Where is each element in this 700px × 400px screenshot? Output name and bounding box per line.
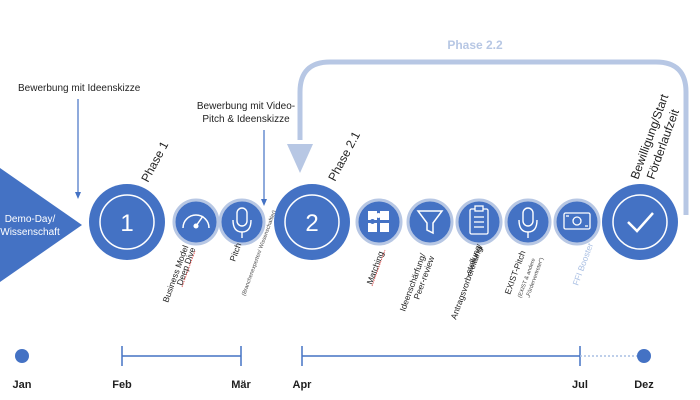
matching-underline [371,249,386,287]
phase-2-inner-ring [284,194,340,250]
checkmark-icon [627,212,654,233]
business-model-circle [172,198,220,246]
timeline-dez-dot [637,349,651,363]
bewerbung-video-arrowhead [261,199,267,206]
phase-22-arrowhead [287,144,313,173]
matching-label: Matching [364,250,385,286]
month-mar: Mär [231,379,251,391]
month-apr: Apr [293,379,313,391]
demo-day-label-1: Demo-Day/ [5,214,56,225]
phase-1-number: 1 [120,210,133,237]
bewerbung-ideenskizze-label: Bewerbung mit Ideenskizze [18,83,141,94]
phase-1-inner-ring [99,194,155,250]
speedometer-icon [182,214,210,229]
month-jan: Jan [13,379,32,391]
month-dez: Dez [634,379,654,391]
month-feb: Feb [112,379,132,391]
phase-22-arrow [297,59,689,215]
clipboard-icon [469,205,489,235]
ffi-booster-circle [553,198,601,246]
banknote-icon [563,212,591,230]
puzzle-icon [368,211,389,232]
bewerbung-video-label-2: Pitch & Ideenskizze [202,114,290,125]
phase-21-label: Phase 2.1 [325,129,363,184]
exist-pitch-circle [504,198,552,246]
pitch-circle [218,198,266,246]
month-jul: Jul [572,379,588,391]
ffi-booster-label: FFI Booster [570,241,595,286]
timeline-jan-dot [15,349,29,363]
phase-1-label: Phase 1 [138,139,171,185]
demo-day-triangle [0,168,82,282]
phase-22-label: Phase 2.2 [447,38,503,52]
deep-dive-underline [181,250,196,288]
microphone-icon [232,207,252,238]
bewilligung-inner-ring [612,194,668,250]
bewerbung-video-label-1: Bewerbung mit Video- [197,101,295,112]
antrag-label-2: -stellung [462,244,482,278]
phase-2-number: 2 [305,210,318,237]
bewerbung-arrowhead [75,192,81,199]
funnel-icon [416,210,444,235]
ideenschaerfung-circle [406,198,454,246]
matching-circle [355,198,403,246]
pitch-label: Pitch [227,241,243,262]
microphone-icon [518,207,538,238]
demo-day-label-2: Wissenschaft [0,227,60,238]
